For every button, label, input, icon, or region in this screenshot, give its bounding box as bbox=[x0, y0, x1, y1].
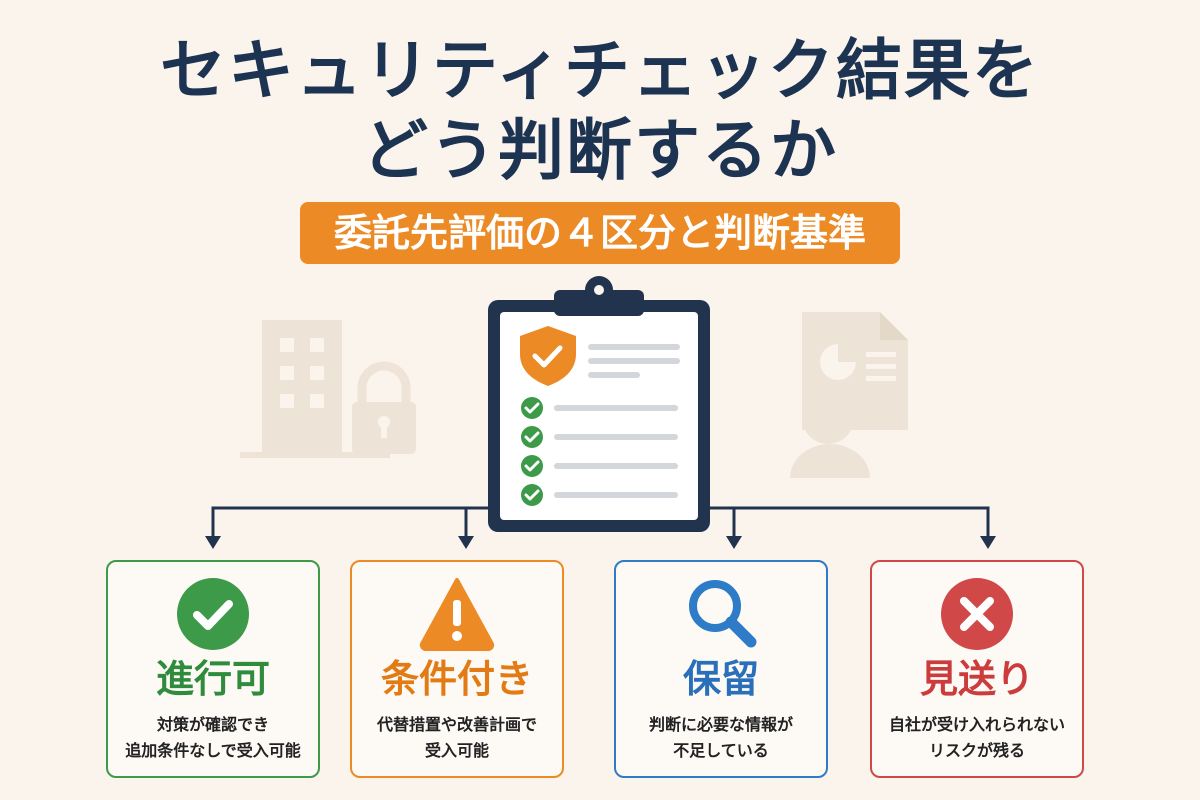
card-conditional-label: 条件付き bbox=[380, 657, 533, 701]
card-decline-label: 見送り bbox=[919, 657, 1034, 701]
card-hold-desc: 判断に必要な情報が 不足している bbox=[648, 715, 793, 760]
card-decline-desc: 自社が受け入れられない リスクが残る bbox=[888, 715, 1065, 760]
checklist-row bbox=[521, 455, 678, 477]
card-go-desc: 対策が確認でき 追加条件なしで受入可能 bbox=[125, 715, 301, 760]
card-go: 進行可 対策が確認でき 追加条件なしで受入可能 bbox=[106, 560, 320, 778]
checklist-row bbox=[521, 426, 678, 448]
warning-triangle-icon bbox=[419, 578, 495, 651]
connector-arrows bbox=[211, 506, 990, 538]
document-person-icon bbox=[790, 312, 908, 478]
check-circle-icon bbox=[177, 578, 249, 650]
subtitle-banner: 委託先評価の４区分と判断基準 bbox=[299, 202, 900, 264]
title-line-1: セキュリティチェック結果を bbox=[159, 32, 1041, 109]
card-hold: 保留 判断に必要な情報が 不足している bbox=[614, 560, 828, 778]
checklist-row bbox=[521, 397, 678, 419]
card-conditional-desc: 代替措置や改善計画で 受入可能 bbox=[376, 715, 537, 760]
card-decline: 見送り 自社が受け入れられない リスクが残る bbox=[870, 560, 1084, 778]
card-go-label: 進行可 bbox=[155, 657, 270, 701]
arrow-heads bbox=[205, 536, 996, 549]
magnifier-icon bbox=[689, 580, 757, 648]
card-conditional: 条件付き 代替措置や改善計画で 受入可能 bbox=[350, 560, 564, 778]
card-hold-label: 保留 bbox=[682, 657, 759, 701]
title-line-2: どう判断するか bbox=[362, 112, 838, 189]
checklist-row bbox=[521, 484, 678, 506]
building-lock-icon bbox=[240, 320, 416, 458]
cross-circle-icon bbox=[941, 578, 1013, 650]
clipboard-icon bbox=[488, 276, 710, 532]
